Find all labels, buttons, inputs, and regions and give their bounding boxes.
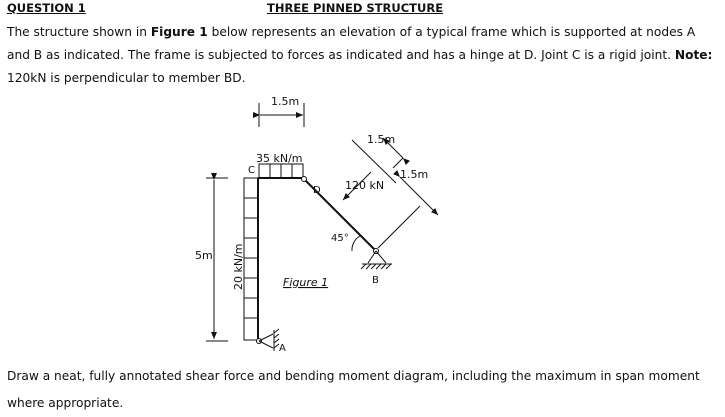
udl-top-load (258, 163, 304, 179)
angle-label: 45° (331, 233, 349, 244)
intro-text-2: below represents an elevation of a typic… (7, 25, 696, 62)
udl-top-label: 35 kN/m (256, 152, 303, 165)
figure-caption: Figure 1 (283, 276, 328, 289)
dimension-incline (351, 137, 439, 249)
node-a-label: A (279, 343, 286, 354)
support-b (360, 248, 392, 270)
angle-arc (351, 235, 361, 252)
question-header: QUESTION 1 THREE PINNED STRUCTURE (7, 0, 718, 16)
point-load-arrow (342, 171, 372, 201)
udl-side-label: 20 kN/m (232, 243, 245, 290)
note-text: 120kN is perpendicular to member BD. (7, 71, 246, 85)
support-a (256, 328, 280, 351)
question-instruction: Draw a neat, fully annotated shear force… (7, 369, 700, 410)
udl-side-load (243, 177, 259, 341)
node-c-label: C (248, 165, 255, 176)
node-d-label: D (313, 185, 321, 196)
intro-text-1: The structure shown in (7, 25, 151, 39)
member-bd (304, 179, 377, 252)
point-load-label: 120 kN (345, 179, 384, 192)
dimension-incline-1-label: 1.5m (367, 133, 395, 146)
node-b-label: B (372, 275, 379, 286)
question-title: THREE PINNED STRUCTURE (267, 1, 444, 15)
dimension-height (206, 173, 228, 342)
figure-reference: Figure 1 (150, 25, 208, 39)
question-description: The structure shown in Figure 1 below re… (7, 21, 719, 90)
hinge-d (301, 176, 307, 182)
dimension-top-label: 1.5m (271, 95, 299, 108)
dimension-top (253, 103, 305, 127)
frame-members (257, 177, 377, 341)
dimension-height-label: 5m (195, 249, 213, 262)
question-number: QUESTION 1 (7, 1, 86, 15)
dimension-incline-2-label: 1.5m (400, 168, 428, 181)
frame-figure: 1.5m 35 kN/m 20 kN/m C (195, 95, 439, 354)
note-label: Note: (674, 48, 713, 62)
